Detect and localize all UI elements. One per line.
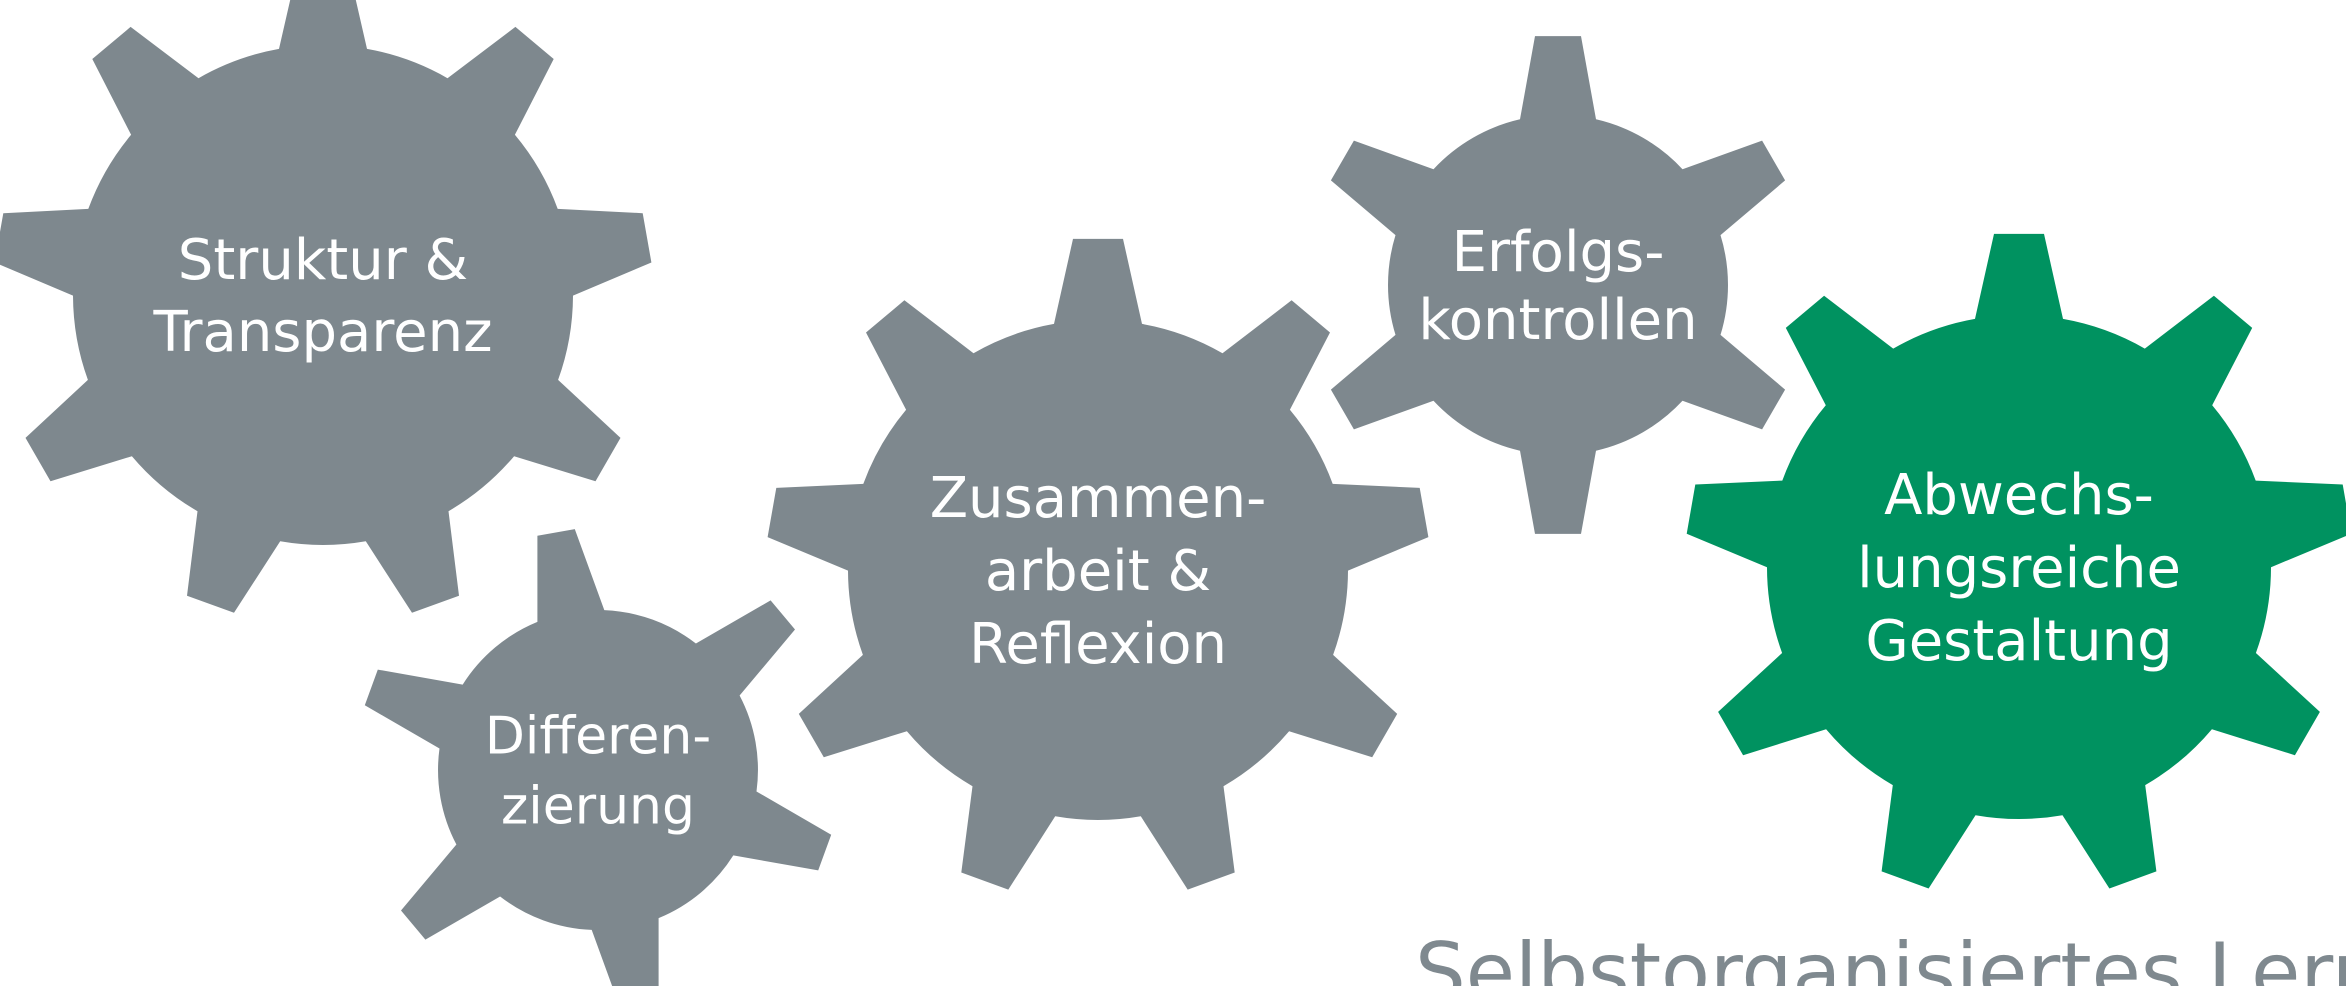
gear-icon [1330, 36, 1786, 534]
diagram-caption: Selbstorganisiertes Lernen [1415, 926, 2346, 986]
gear-label-line: Zusammen- [930, 466, 1267, 531]
gear-label-line: Reflexion [969, 612, 1227, 677]
gear-differenzierung: Differen-zierung [364, 529, 832, 991]
gear-label-line: zierung [501, 777, 695, 837]
gear-label-line: Erfolgs- [1452, 220, 1665, 285]
gear-label-line: Abwechs- [1884, 463, 2154, 528]
gear-label-line: Struktur & [178, 228, 468, 293]
gear-icon [1686, 233, 2346, 889]
gear-label-line: lungsreiche [1857, 536, 2181, 601]
gear-zusammenarbeit: Zusammen-arbeit & Reflexion [767, 238, 1429, 890]
gear-icon [364, 529, 832, 991]
gear-icon [0, 0, 652, 613]
gear-erfolgskontrollen: Erfolgs-kontrollen [1330, 36, 1786, 534]
gear-label-line: Differen- [485, 707, 711, 767]
gear-struktur: Struktur & Transparenz [0, 0, 652, 613]
gear-label-line: kontrollen [1418, 288, 1697, 353]
gear-label-line: Gestaltung [1865, 609, 2172, 674]
gear-label-line: Transparenz [153, 300, 493, 365]
gear-icon [767, 238, 1429, 890]
gear-label-line: arbeit & [985, 539, 1211, 604]
